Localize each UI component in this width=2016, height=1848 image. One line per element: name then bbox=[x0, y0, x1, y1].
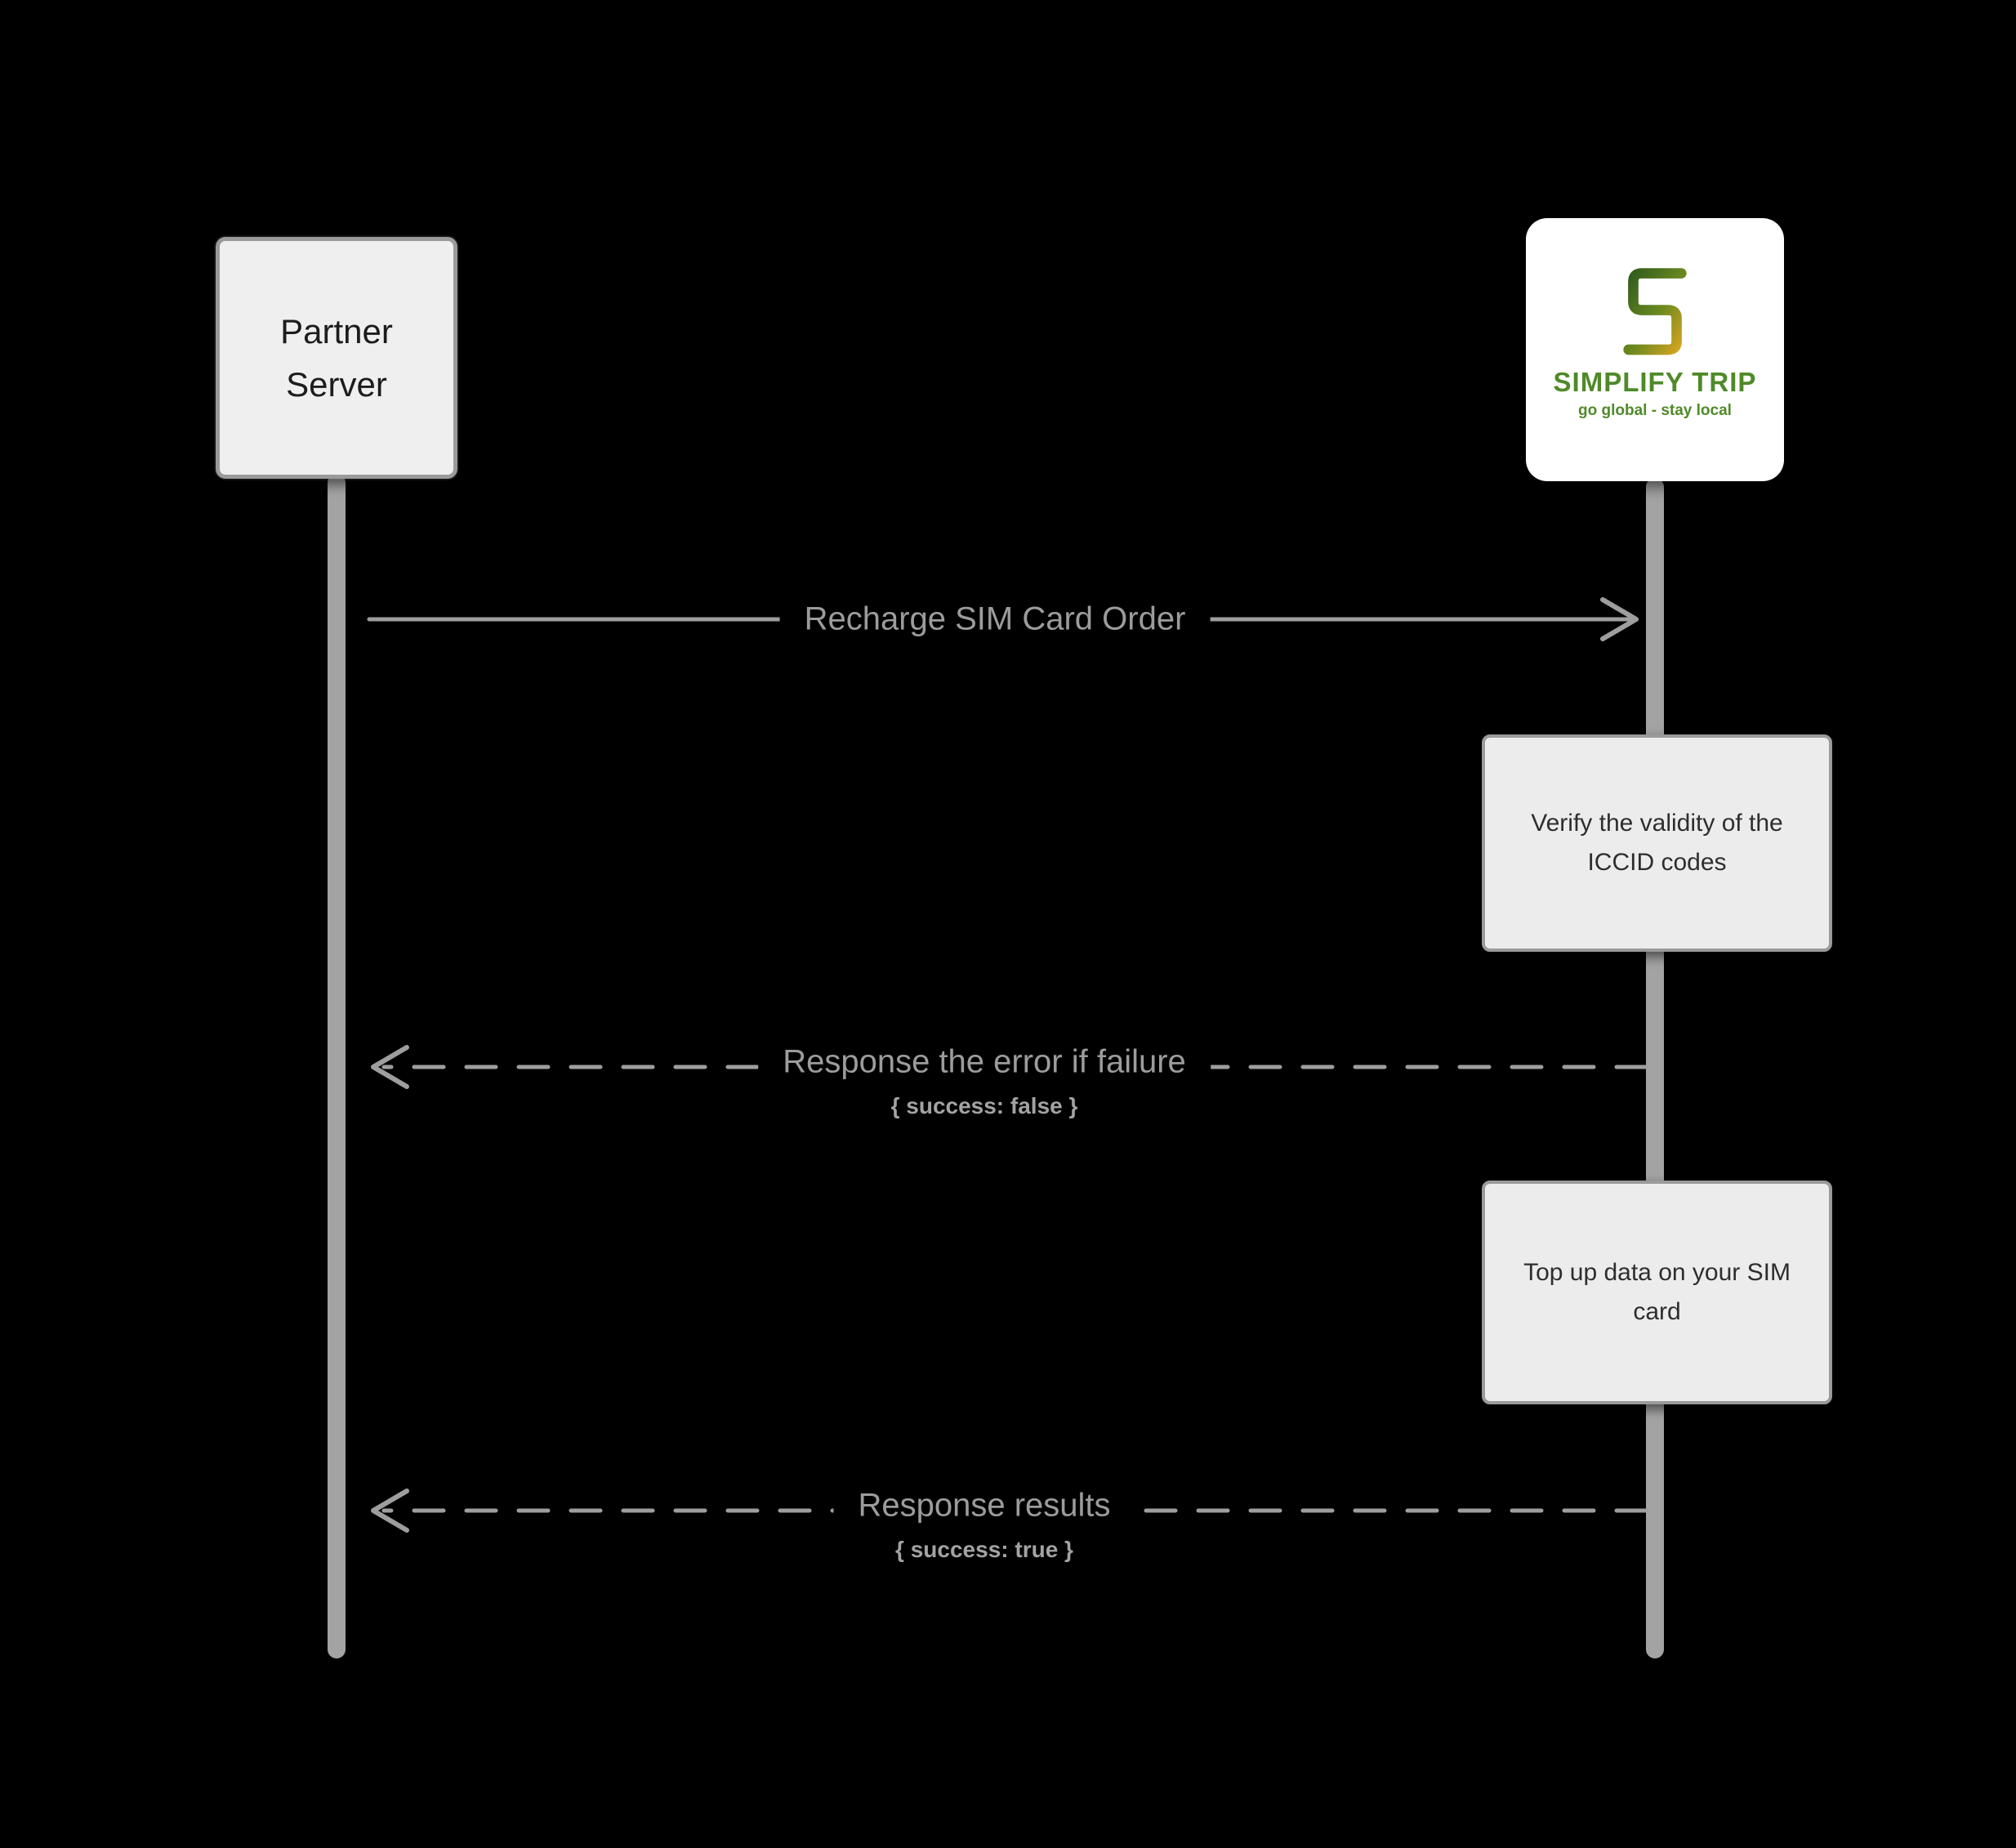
recharge-arrow-label: Recharge SIM Card Order bbox=[779, 599, 1211, 640]
brand-tagline: go global - stay local bbox=[1578, 402, 1732, 419]
verify-iccid-text: Verify the validity of the ICCID codes bbox=[1531, 810, 1783, 876]
results-response-payload: { success: true } bbox=[895, 1537, 1073, 1562]
error-response-payload: { success: false } bbox=[890, 1093, 1078, 1118]
verify-iccid-activity: Verify the validity of the ICCID codes bbox=[1482, 734, 1832, 952]
simplify-trip-actor: SIMPLIFY TRIP go global - stay local bbox=[1526, 218, 1784, 481]
partner-server-actor: Partner Server bbox=[216, 237, 457, 479]
error-response-label: Response the error if failure bbox=[758, 1042, 1211, 1082]
results-response-label: Response results bbox=[833, 1485, 1135, 1526]
partner-server-label: Partner Server bbox=[280, 311, 393, 404]
topup-activity: Top up data on your SIM card bbox=[1482, 1181, 1832, 1404]
simplify-lifeline bbox=[1646, 478, 1664, 1658]
simplify-trip-logo-icon bbox=[1623, 247, 1687, 355]
partner-lifeline bbox=[328, 474, 346, 1658]
brand-name: SIMPLIFY TRIP bbox=[1553, 367, 1757, 397]
topup-text: Top up data on your SIM card bbox=[1523, 1259, 1791, 1325]
